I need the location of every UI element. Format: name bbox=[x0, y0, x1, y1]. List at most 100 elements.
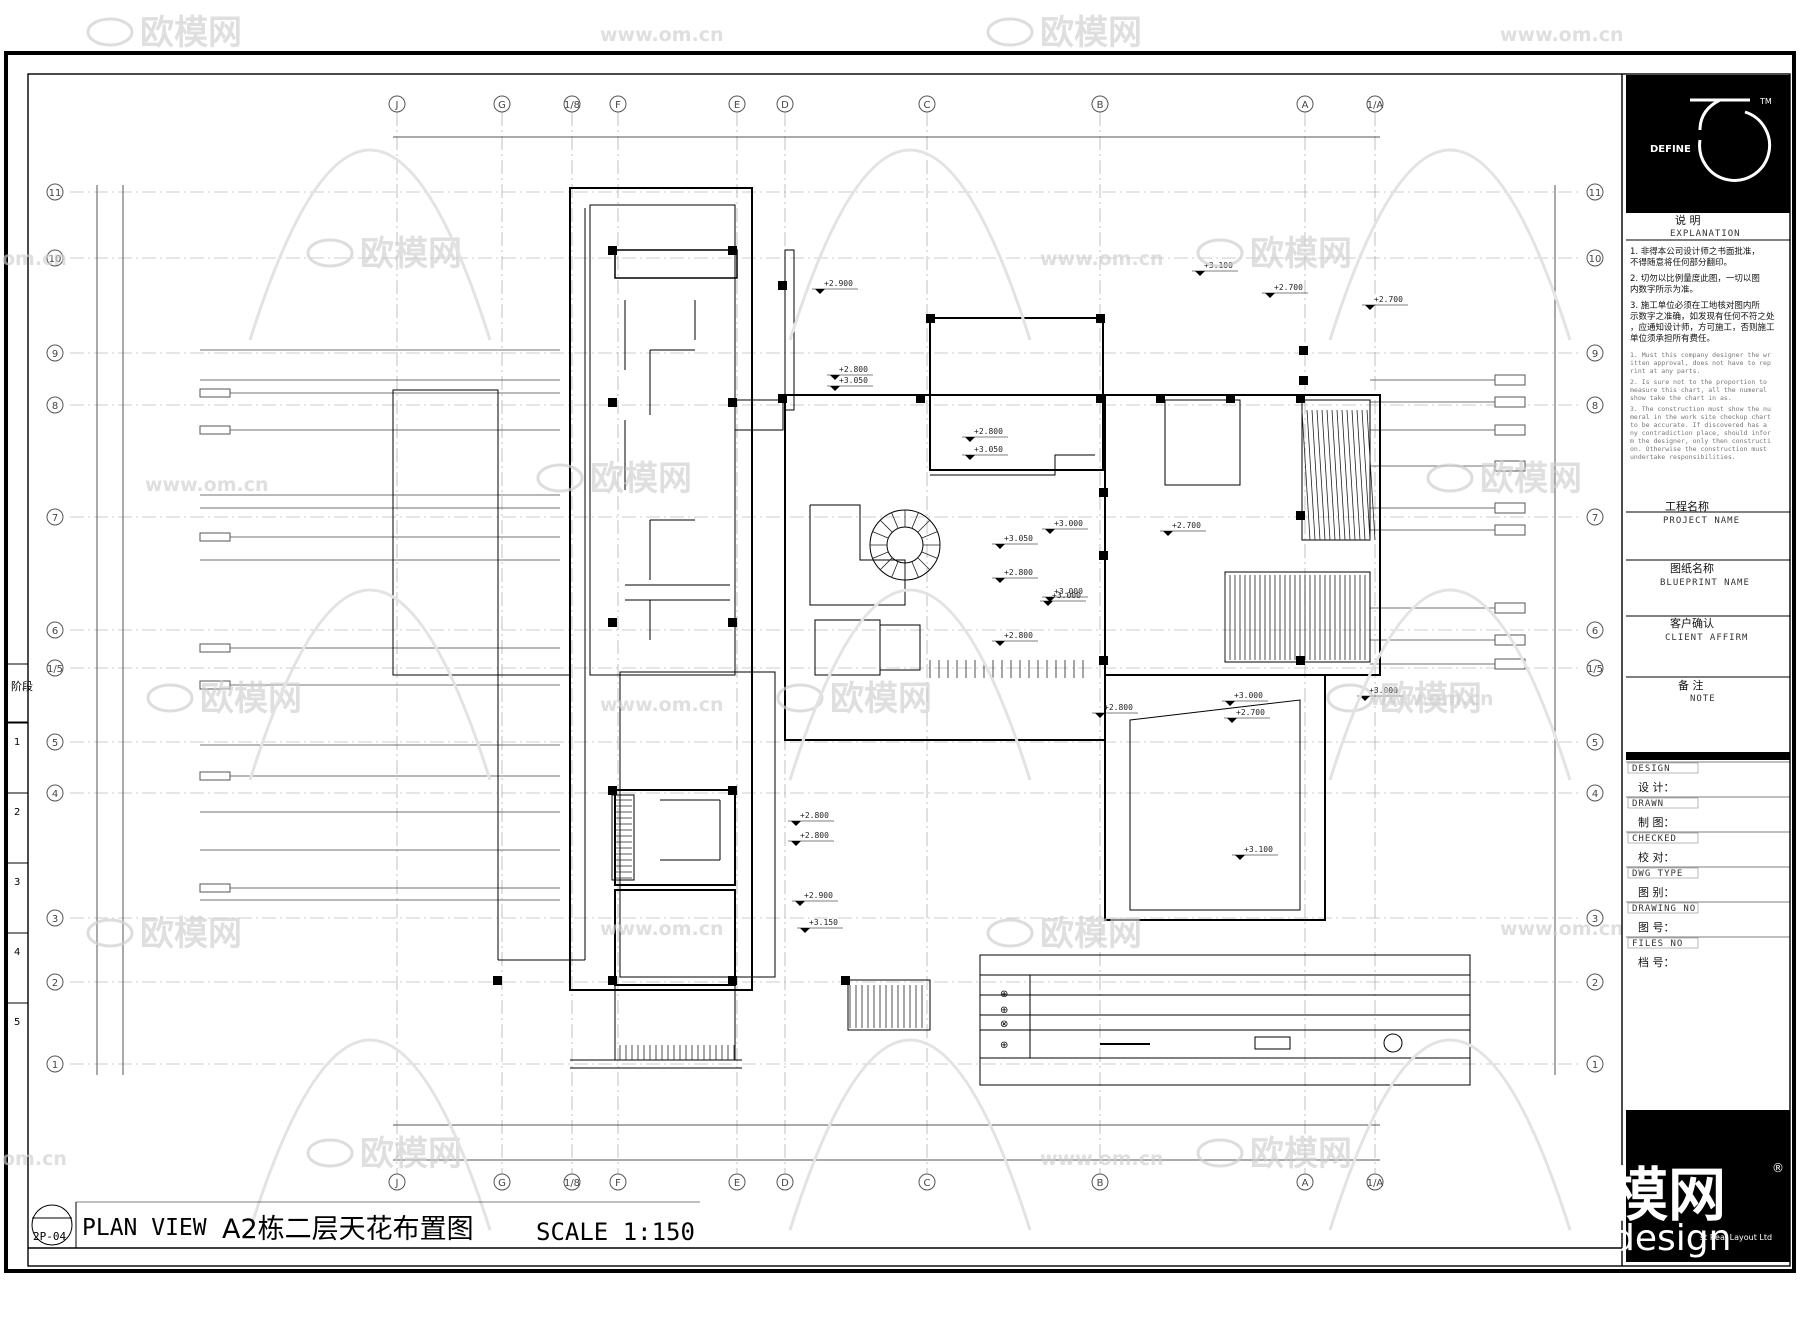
scale-label: SCALE 1:150 bbox=[536, 1218, 695, 1246]
grid-bubble-row: 10 bbox=[46, 249, 64, 267]
note-en: NOTE bbox=[1690, 694, 1716, 704]
grid-label: 2 bbox=[1592, 978, 1598, 989]
grid-bubble-row: 1/5 bbox=[46, 659, 64, 677]
grid-bubble-col: D bbox=[776, 95, 794, 113]
svg-text:2. 切勿以比例量度此图，一切以图: 2. 切勿以比例量度此图，一切以图 bbox=[1630, 273, 1760, 284]
svg-text:+2.800: +2.800 bbox=[1004, 568, 1033, 577]
level-tag: +2.800 bbox=[992, 568, 1038, 583]
grid-bubble-row: 11 bbox=[46, 183, 64, 201]
svg-text:欧模网: 欧模网 bbox=[140, 13, 242, 53]
watermark: 欧模网 bbox=[986, 13, 1142, 53]
tb-row-cn: 档 号： bbox=[1638, 955, 1675, 969]
grid-label: 5 bbox=[52, 738, 58, 749]
phase-number: 5 bbox=[14, 1017, 20, 1028]
phase-number: 1 bbox=[14, 737, 20, 748]
level-tag: +3.000 bbox=[1222, 691, 1268, 706]
grid-label: J bbox=[395, 1178, 399, 1189]
grid-bubble-row: 4 bbox=[46, 784, 64, 802]
grid-bubble-row: 5 bbox=[46, 733, 64, 751]
grid-bubble-col: B bbox=[1091, 1173, 1109, 1191]
svg-text:+3.050: +3.050 bbox=[839, 376, 868, 385]
watermark: 欧模网 bbox=[536, 459, 692, 499]
grid-bubble-row: 4 bbox=[1586, 784, 1604, 802]
level-tag: +3.000 bbox=[1042, 587, 1088, 602]
grid-bubble-col: J bbox=[388, 95, 406, 113]
tb-row-en: DRAWING NO bbox=[1632, 904, 1696, 914]
svg-text:+2.800: +2.800 bbox=[1004, 631, 1033, 640]
view-label: PLAN VIEW bbox=[82, 1215, 207, 1241]
svg-text:itten approval, does not have: itten approval, does not have to rep bbox=[1630, 359, 1771, 367]
level-tag: +2.800 bbox=[788, 811, 834, 826]
svg-text:+2.800: +2.800 bbox=[974, 427, 1003, 436]
svg-text:+3.000: +3.000 bbox=[1234, 691, 1263, 700]
grid-label: 6 bbox=[1592, 626, 1598, 637]
notes: 1. 非得本公司设计师之书面批准，不得随意将任何部分翻印。2. 切勿以比例量度此… bbox=[1630, 246, 1775, 461]
level-tag: +2.700 bbox=[1362, 295, 1408, 310]
svg-text:欧模网: 欧模网 bbox=[140, 914, 242, 954]
legend-box: ⊕ ⊕ ⊗ ⊕ bbox=[979, 954, 1471, 1086]
level-tag: +3.050 bbox=[992, 534, 1038, 549]
floor-plan bbox=[392, 187, 1381, 1069]
svg-text:+2.900: +2.900 bbox=[804, 891, 833, 900]
svg-text:3. 施工单位必须在工地核对图内所: 3. 施工单位必须在工地核对图内所 bbox=[1630, 300, 1760, 311]
svg-text:欧模网: 欧模网 bbox=[1380, 679, 1482, 719]
grid-label: C bbox=[924, 1178, 931, 1189]
svg-text:欧模网: 欧模网 bbox=[1040, 914, 1142, 954]
svg-text:+2.800: +2.800 bbox=[800, 831, 829, 840]
grid-bubble-col: B bbox=[1091, 95, 1109, 113]
drawing-en: BLUEPRINT NAME bbox=[1660, 578, 1750, 588]
svg-text:+3.000: +3.000 bbox=[1054, 519, 1083, 528]
phase-number: 4 bbox=[14, 947, 20, 958]
svg-text:⊕: ⊕ bbox=[1000, 989, 1008, 1000]
grid-label: E bbox=[734, 1178, 740, 1189]
drawing-title: 2P-04 PLAN VIEW A2栋二层天花布置图 SCALE 1:150 bbox=[28, 1201, 1622, 1249]
logo-tm: TM bbox=[1759, 97, 1772, 106]
svg-text:欧模网: 欧模网 bbox=[1040, 13, 1142, 53]
level-tag: +2.700 bbox=[1262, 283, 1308, 298]
footer-brand-panel bbox=[1626, 1110, 1790, 1262]
svg-text:undertake responsibilities.: undertake responsibilities. bbox=[1630, 453, 1736, 461]
svg-text:欧模网: 欧模网 bbox=[1250, 1134, 1352, 1174]
grid-label: 7 bbox=[1592, 513, 1598, 524]
grid-bubble-col: A bbox=[1296, 95, 1314, 113]
grid-label: 2 bbox=[52, 978, 58, 989]
grid-bubble-col: F bbox=[609, 1173, 627, 1191]
grid-bubble-col: G bbox=[493, 95, 511, 113]
grid-bubble-row: 11 bbox=[1586, 183, 1604, 201]
grid-label: 8 bbox=[1592, 401, 1598, 412]
footer-brand: 模网 bbox=[1610, 1161, 1726, 1229]
watermark: 欧模网 bbox=[986, 914, 1142, 954]
grid-label: 6 bbox=[52, 626, 58, 637]
grid-bubble-row: 9 bbox=[1586, 344, 1604, 362]
grid-bubble-row: 6 bbox=[1586, 621, 1604, 639]
svg-text:示数字之准确，如发现有任何不符之处: 示数字之准确，如发现有任何不符之处 bbox=[1630, 311, 1775, 322]
svg-text:欧模网: 欧模网 bbox=[830, 679, 932, 719]
svg-text:+3.000: +3.000 bbox=[1054, 587, 1083, 596]
svg-text:欧模网: 欧模网 bbox=[1250, 234, 1352, 274]
footer-reg: ® bbox=[1772, 1161, 1784, 1175]
phase-label: 阶段 bbox=[11, 679, 33, 693]
grid-label: 3 bbox=[1592, 914, 1598, 925]
grid-bubble-row: 1 bbox=[46, 1055, 64, 1073]
grid-bubble-col: G bbox=[493, 1173, 511, 1191]
define-logo-icon bbox=[1690, 98, 1772, 182]
logo-text: DEFINE bbox=[1650, 144, 1691, 155]
watermark-layer: 欧模网欧模网欧模网欧模网欧模网欧模网欧模网欧模网欧模网欧模网欧模网欧模网欧模网w… bbox=[2, 13, 1624, 1231]
level-tag: +2.800 bbox=[827, 365, 873, 380]
grid-label: F bbox=[615, 1178, 621, 1189]
grid-bubble-col: E bbox=[728, 1173, 746, 1191]
grid-bubble-col: 1/8 bbox=[563, 95, 581, 113]
watermark-url: www.om.cn bbox=[145, 474, 269, 496]
grid-bubble-row: 2 bbox=[46, 973, 64, 991]
level-tag: +2.900 bbox=[792, 891, 838, 906]
svg-text:欧模网: 欧模网 bbox=[360, 234, 462, 274]
level-tag: +2.800 bbox=[1092, 703, 1138, 718]
grid-label: 9 bbox=[52, 349, 58, 360]
phase-number: 2 bbox=[14, 807, 20, 818]
watermark-url: www.om.cn bbox=[1500, 24, 1624, 46]
grid-label: 7 bbox=[52, 513, 58, 524]
grid-label: 11 bbox=[49, 188, 62, 199]
grid-bubble-col: 1/8 bbox=[563, 1173, 581, 1191]
explanation-cn: 说 明 bbox=[1675, 213, 1701, 227]
